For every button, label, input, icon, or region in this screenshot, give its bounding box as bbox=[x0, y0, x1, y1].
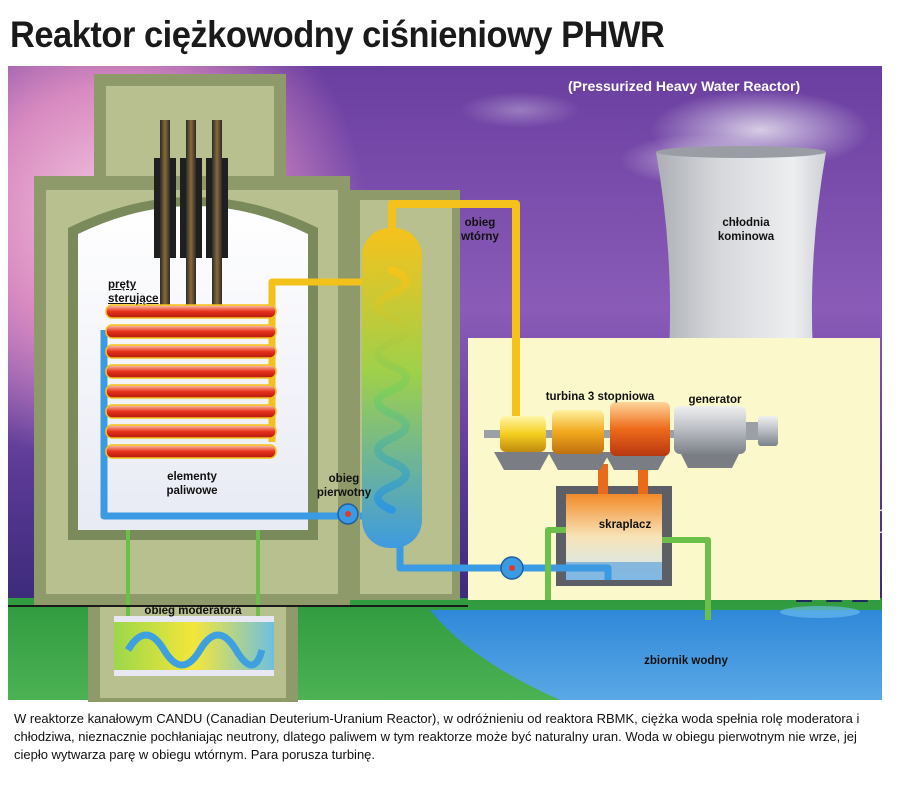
control-rods bbox=[154, 120, 228, 310]
label-primary-loop-line1: obieg bbox=[328, 473, 360, 485]
secondary-pump bbox=[500, 556, 524, 580]
fuel-elements bbox=[105, 304, 277, 459]
label-fuel-elements-line2: paliwowe bbox=[166, 485, 218, 497]
label-control-rods: pręty sterujące bbox=[108, 278, 159, 306]
label-turbine: turbina 3 stopniowa bbox=[545, 391, 655, 403]
generator bbox=[674, 406, 778, 468]
label-primary-loop-line2: pierwotny bbox=[316, 487, 372, 499]
subtitle: (Pressurized Heavy Water Reactor) bbox=[568, 78, 801, 94]
turbine-stage-3 bbox=[610, 402, 670, 456]
turbine-stage-1 bbox=[500, 416, 546, 452]
label-condenser: skraplacz bbox=[598, 519, 652, 531]
moderator-tank bbox=[114, 616, 274, 676]
turbine bbox=[484, 402, 774, 470]
label-primary-loop: obieg pierwotny bbox=[304, 472, 384, 500]
water-reservoir bbox=[430, 610, 882, 700]
label-cooling-tower-line2: kominowa bbox=[717, 231, 775, 243]
steam-generator bbox=[362, 228, 422, 548]
label-secondary-loop: obieg wtórny bbox=[448, 216, 512, 244]
secondary-steam-pipe bbox=[388, 200, 520, 420]
label-generator: generator bbox=[688, 394, 742, 406]
label-secondary-loop-line1: obieg bbox=[464, 217, 496, 229]
label-fuel-elements-line1: elementy bbox=[167, 471, 217, 483]
label-fuel-elements: elementy paliwowe bbox=[156, 470, 228, 498]
primary-pump bbox=[337, 503, 359, 525]
label-water-reservoir: zbiornik wodny bbox=[644, 655, 728, 667]
turbine-condenser-link bbox=[598, 464, 648, 494]
turbine-stage-2 bbox=[552, 410, 604, 454]
label-moderator-loop: obieg moderatora bbox=[144, 605, 242, 617]
caption-text: W reaktorze kanałowym CANDU (Canadian De… bbox=[14, 711, 860, 762]
label-control-rods-line1: pręty bbox=[108, 279, 137, 291]
page-title: Reaktor ciężkowodny ciśnieniowy PHWR bbox=[10, 14, 665, 55]
label-cooling-tower: chłodnia kominowa bbox=[706, 216, 786, 244]
label-control-rods-line2: sterujące bbox=[108, 293, 159, 305]
label-secondary-loop-line2: wtórny bbox=[461, 231, 499, 243]
cooling-water-pipe bbox=[545, 527, 711, 620]
label-cooling-tower-line1: chłodnia bbox=[722, 217, 770, 229]
